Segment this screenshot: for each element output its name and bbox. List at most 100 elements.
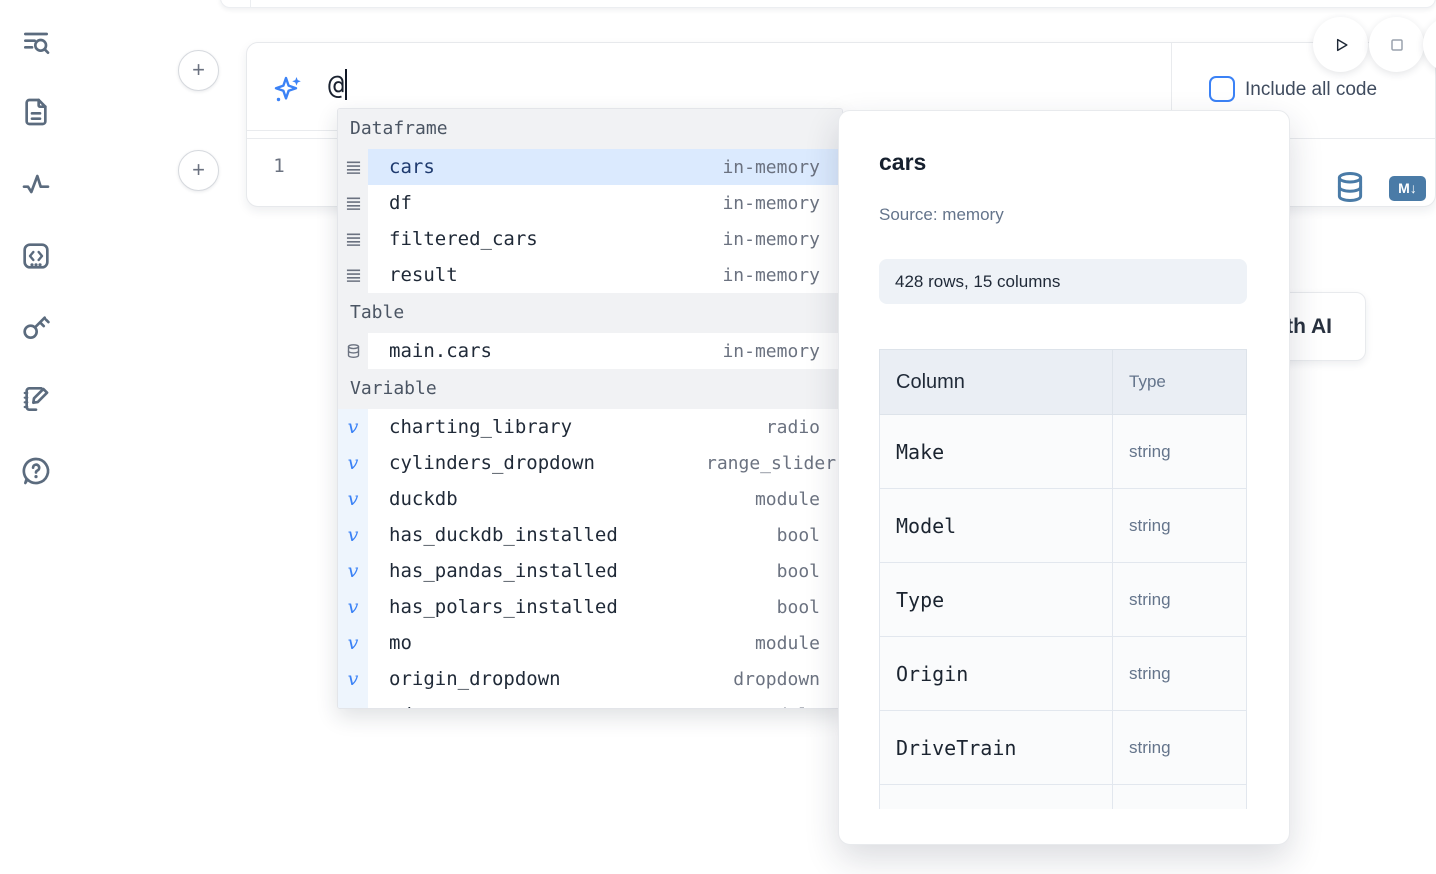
completion-item-type: module [754, 488, 820, 510]
dataframe-rows-icon [338, 257, 368, 293]
variable-icon: v [338, 625, 368, 661]
ai-prompt-input[interactable]: @ [328, 69, 348, 101]
column-type-cell: string [1112, 562, 1247, 637]
table-row: Make string [879, 414, 1247, 489]
run-cell-button[interactable] [1318, 22, 1363, 67]
schema-table: Column Type Make string Model string Typ… [879, 349, 1247, 809]
schema-table-wrapper: Column Type Make string Model string Typ… [879, 349, 1247, 809]
completion-item[interactable]: v charting_library radio [338, 409, 842, 445]
dataframe-rows-icon [338, 185, 368, 221]
dataframe-rows-icon [338, 221, 368, 257]
variable-icon: v [338, 661, 368, 697]
completion-item-name: charting_library [389, 416, 573, 438]
completion-item[interactable]: main.cars in-memory [338, 333, 842, 369]
completion-item[interactable]: cars in-memory [338, 149, 842, 185]
add-cell-below-button[interactable]: + [178, 150, 219, 191]
column-name-cell: Origin [879, 636, 1113, 711]
preview-source: Source: memory [879, 205, 1004, 224]
completion-item-name: has_polars_installed [389, 596, 618, 618]
completion-item[interactable]: df in-memory [338, 185, 842, 221]
completion-item-name: main.cars [389, 340, 492, 362]
list-search-icon[interactable] [18, 24, 54, 60]
code-block-icon[interactable] [18, 238, 54, 274]
completion-item-name: duckdb [389, 488, 458, 510]
include-all-code-checkbox[interactable] [1209, 76, 1235, 102]
database-table-icon [338, 333, 368, 369]
completion-item-type: bool [776, 596, 820, 618]
completion-item-name: pd [389, 704, 412, 708]
table-row-partial [879, 784, 1247, 809]
completion-item-type: radio [765, 416, 820, 438]
completion-item[interactable]: v origin_dropdown dropdown [338, 661, 842, 697]
variable-icon: v [338, 697, 368, 708]
text-cursor [345, 69, 348, 100]
dataframe-preview-panel: cars Source: memory 428 rows, 15 columns… [838, 110, 1290, 845]
completion-item-type: dropdown [733, 668, 820, 690]
completion-item-name: origin_dropdown [389, 668, 561, 690]
play-icon [1336, 38, 1348, 51]
column-type-cell: string [1112, 636, 1247, 711]
stop-icon [1390, 38, 1403, 51]
activity-icon[interactable] [18, 166, 54, 202]
variable-icon: v [338, 481, 368, 517]
variable-icon: v [338, 517, 368, 553]
completion-item-name: filtered_cars [389, 228, 538, 250]
variable-icon: v [338, 445, 368, 481]
completion-section-table: Table [338, 293, 842, 333]
completion-item-type: in-memory [722, 340, 820, 362]
table-row: Model string [879, 488, 1247, 563]
type-header: Type [1112, 349, 1247, 415]
column-name-cell: Type [879, 562, 1113, 637]
completion-item-type: module [755, 705, 842, 709]
completion-section-variable: Variable [338, 369, 842, 409]
document-icon[interactable] [18, 94, 54, 130]
variable-icon: v [338, 553, 368, 589]
completion-item[interactable]: v pd module [338, 697, 842, 709]
stop-cell-button[interactable] [1374, 22, 1419, 67]
completion-item-name: df [389, 192, 412, 214]
table-row: Origin string [879, 636, 1247, 711]
add-cell-above-button[interactable]: + [178, 50, 219, 91]
key-icon[interactable] [18, 309, 54, 345]
divider [1171, 43, 1172, 138]
table-row: DriveTrain string [879, 710, 1247, 785]
table-row: Type string [879, 562, 1247, 637]
completion-dropdown: Dataframe cars in-memory df in-memory filt… [337, 108, 843, 709]
help-chat-icon[interactable] [18, 453, 54, 489]
column-name-cell: DriveTrain [879, 710, 1113, 785]
completion-item-type: in-memory [722, 192, 820, 214]
column-name-cell: Make [879, 414, 1113, 489]
completion-item[interactable]: v cylinders_dropdown range_slider [338, 445, 842, 481]
column-type-cell: string [1112, 710, 1247, 785]
completion-item-type: module [754, 632, 820, 654]
completion-item-type: in-memory [722, 156, 820, 178]
include-all-code-label: Include all code [1245, 79, 1378, 100]
completion-item-type: bool [776, 524, 820, 546]
dataframe-rows-icon [338, 149, 368, 185]
column-name-cell: Model [879, 488, 1113, 563]
completion-item-name: cars [389, 156, 435, 178]
shape-badge: 428 rows, 15 columns [879, 259, 1247, 304]
completion-section-dataframe: Dataframe [338, 109, 842, 149]
previous-cell-bottom [220, 0, 1436, 8]
database-icon[interactable] [1333, 169, 1367, 205]
completion-item-name: result [389, 264, 458, 286]
more-actions-button[interactable] [1428, 22, 1436, 67]
variable-icon: v [338, 409, 368, 445]
completion-item-name: has_pandas_installed [389, 560, 618, 582]
column-type-cell: string [1112, 414, 1247, 489]
completion-item-name: cylinders_dropdown [389, 452, 595, 474]
markdown-icon[interactable]: M↓ [1389, 176, 1426, 201]
completion-item[interactable]: v duckdb module [338, 481, 842, 517]
column-type-cell: string [1112, 488, 1247, 563]
line-number: 1 [273, 155, 285, 177]
completion-item-type: range_slider [706, 452, 837, 474]
notebook-edit-icon[interactable] [18, 381, 54, 417]
preview-title: cars [879, 149, 927, 175]
